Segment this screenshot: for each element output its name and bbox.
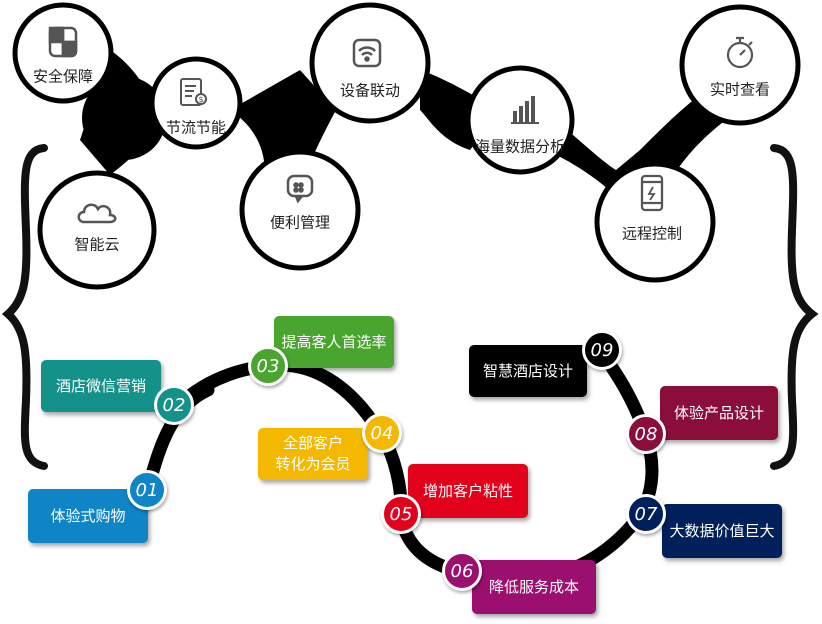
step-box-01: 体验式购物 <box>28 489 148 543</box>
feature-label-realtime: 实时查看 <box>709 80 771 99</box>
step-box-07: 大数据价值巨大 <box>662 504 782 558</box>
step-box-09: 智慧酒店设计 <box>469 345 587 397</box>
feature-label-cloud: 智能云 <box>74 235 120 254</box>
bubble-remote <box>594 161 716 283</box>
stopwatch-icon <box>726 36 754 69</box>
feature-label-remote: 远程控制 <box>621 224 683 243</box>
feature-label-manage: 便利管理 <box>269 213 331 232</box>
feature-label-safety: 安全保障 <box>32 67 94 86</box>
shield-icon <box>48 26 78 58</box>
step-box-05: 增加客户粘性 <box>408 464 528 518</box>
step-number-04: 04 <box>362 413 402 453</box>
bubble-linkage <box>309 2 431 124</box>
step-number-02: 02 <box>154 385 194 425</box>
step-label-01: 体验式购物 <box>50 506 126 525</box>
phone-icon <box>640 174 664 212</box>
step-label-06: 降低服务成本 <box>488 577 579 596</box>
step-number-05: 05 <box>381 494 421 534</box>
step-label-02: 酒店微信营销 <box>55 376 146 395</box>
left-brace <box>1 144 48 470</box>
wifi-icon <box>352 38 382 68</box>
step-number-03: 03 <box>248 346 288 386</box>
step-label-09: 智慧酒店设计 <box>482 361 573 380</box>
feature-label-analysis: 海量数据分析 <box>474 137 566 156</box>
step-box-03: 提高客人首选率 <box>274 316 394 368</box>
step-number-06: 06 <box>442 551 482 591</box>
bubble-realtime <box>679 4 801 126</box>
step-label-05: 增加客户粘性 <box>422 481 513 500</box>
step-number-01: 01 <box>127 470 167 510</box>
step-label-04: 全部客户 转化为会员 <box>275 434 351 473</box>
step-box-08: 体验产品设计 <box>660 386 778 440</box>
step-number-09: 09 <box>582 330 622 370</box>
step-box-04: 全部客户 转化为会员 <box>258 428 368 480</box>
bubble-manage <box>239 149 361 271</box>
step-label-03: 提高客人首选率 <box>281 332 387 351</box>
right-brace <box>770 144 819 470</box>
chat-icon <box>286 174 314 204</box>
step-box-06: 降低服务成本 <box>472 560 596 614</box>
bar-chart-icon <box>511 96 539 124</box>
step-number-08: 08 <box>626 414 666 454</box>
step-label-07: 大数据价值巨大 <box>669 521 775 540</box>
bubble-cloud <box>37 170 157 290</box>
step-box-02: 酒店微信营销 <box>41 360 161 412</box>
cloud-icon <box>77 203 117 224</box>
feature-bubbles <box>12 2 801 290</box>
feature-label-energy: 节流节能 <box>165 118 227 137</box>
step-number-07: 07 <box>626 494 666 534</box>
step-label-08: 体验产品设计 <box>673 403 764 422</box>
energy-bill-icon: $ <box>180 78 207 106</box>
feature-label-linkage: 设备联动 <box>339 81 401 100</box>
svg-text:$: $ <box>198 95 203 104</box>
bubble-energy <box>149 56 243 150</box>
